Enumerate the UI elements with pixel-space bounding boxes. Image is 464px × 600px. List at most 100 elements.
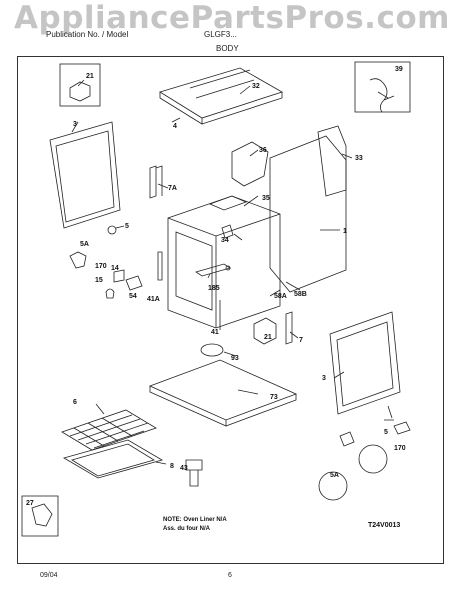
label-part-39: 39 — [395, 66, 403, 73]
part-36-shape — [231, 141, 269, 187]
label-part-93: 93 — [231, 355, 239, 362]
header-publication: Publication No. / Model — [46, 30, 129, 39]
screw-5 — [107, 225, 117, 235]
diagram-frame — [17, 56, 444, 564]
label-part-14: 14 — [111, 265, 119, 272]
leader-7A — [157, 183, 169, 189]
label-part-8: 8 — [170, 463, 174, 470]
part-33-shape — [317, 125, 347, 197]
leader-33 — [341, 153, 353, 159]
leader-7 — [289, 331, 299, 339]
hinge-170-right — [393, 421, 411, 435]
leader-8 — [155, 461, 167, 465]
rack-wires — [69, 414, 149, 449]
leader-93 — [223, 351, 237, 357]
leg-43 — [185, 459, 203, 487]
tray-8 — [62, 439, 164, 479]
bottom-panel — [148, 359, 298, 421]
side-panel-left-inner — [55, 130, 115, 223]
label-part-170-right: 170 — [394, 445, 406, 452]
label-part-21-lower: 21 — [264, 334, 272, 341]
label-part-21: 21 — [86, 73, 94, 80]
oven-rack — [61, 409, 157, 451]
label-part-5-left: 5 — [125, 223, 129, 230]
label-part-5A-right: 5A — [330, 472, 339, 479]
bulb-15 — [105, 288, 115, 299]
label-part-33: 33 — [355, 155, 363, 162]
leader-4 — [171, 117, 181, 123]
header-model: GLGF3... — [204, 30, 237, 39]
inset-box-39 — [354, 61, 411, 113]
wire-39-shape — [369, 78, 395, 113]
leader-3a — [71, 121, 79, 133]
inset-box-21 — [59, 63, 101, 107]
label-part-41: 41 — [211, 329, 219, 336]
label-part-73: 73 — [270, 394, 278, 401]
bracket-27-shape — [31, 503, 53, 527]
broil-element-185 — [195, 263, 231, 277]
top-rail-32 — [189, 69, 255, 99]
label-part-15: 15 — [95, 277, 103, 284]
label-part-32: 32 — [252, 83, 260, 90]
label-part-27: 27 — [26, 500, 34, 507]
label-part-41A: 41A — [147, 296, 160, 303]
label-part-36: 36 — [259, 147, 267, 154]
label-part-54: 54 — [129, 293, 137, 300]
leader-58B — [285, 281, 301, 291]
hinge-7 — [285, 311, 293, 345]
leader-34 — [233, 233, 243, 241]
label-part-185: 185 — [208, 285, 220, 292]
knob-21-lower — [253, 317, 277, 345]
part-170-right — [339, 431, 355, 447]
leader-32 — [239, 85, 251, 95]
watermark-text: AppliancePartsPros.com — [14, 0, 450, 36]
label-part-7A: 7A — [168, 185, 177, 192]
diagram-code: T24V0013 — [368, 522, 401, 529]
top-panel — [159, 67, 283, 119]
circle-inset-5A — [318, 471, 348, 501]
part-41A — [157, 251, 163, 281]
label-part-34: 34 — [221, 237, 229, 244]
section-title: BODY — [216, 44, 239, 53]
note-line-2: Ass. du four N/A — [163, 526, 211, 532]
tray-8-inner — [71, 443, 155, 477]
side-panel-left — [49, 121, 121, 229]
side-panel-right-inner — [336, 321, 394, 407]
circle-inset-5 — [358, 444, 388, 474]
leader-58A — [269, 289, 281, 297]
part-54 — [125, 275, 143, 291]
label-part-58B: 58B — [294, 291, 307, 298]
hinge-7A — [149, 165, 163, 199]
inset-box-27 — [21, 495, 59, 537]
leader-6 — [95, 403, 105, 415]
vent-35-34 — [208, 195, 248, 239]
leader-35 — [243, 195, 259, 207]
hinge-5A — [69, 251, 87, 269]
back-panel — [269, 135, 347, 293]
footer-date: 09/04 — [40, 572, 58, 579]
label-part-1: 1 — [343, 228, 347, 235]
note-block: NOTE: Oven Liner N/A Ass. du four N/A — [163, 516, 227, 534]
oven-cavity — [175, 231, 213, 311]
label-part-4: 4 — [173, 123, 177, 130]
leader-21 — [77, 79, 85, 87]
knob-21-shape — [69, 81, 91, 102]
part-93-shape — [200, 343, 224, 357]
footer-page-number: 6 — [228, 572, 232, 579]
label-part-7: 7 — [299, 337, 303, 344]
label-part-170-left: 170 — [95, 263, 107, 270]
oven-body — [167, 195, 281, 329]
bottom-panel-edge — [149, 386, 297, 427]
side-panel-right — [329, 311, 401, 415]
note-line-1: NOTE: Oven Liner N/A — [163, 517, 227, 523]
oven-body-edges — [167, 213, 281, 328]
label-part-5-right: 5 — [384, 429, 388, 436]
label-part-6: 6 — [73, 399, 77, 406]
socket-14 — [113, 269, 125, 283]
label-part-35: 35 — [262, 195, 270, 202]
part-170a — [225, 265, 231, 271]
screw-5-right — [384, 405, 394, 421]
top-panel-edge — [159, 92, 283, 125]
label-part-5A-left: 5A — [80, 241, 89, 248]
